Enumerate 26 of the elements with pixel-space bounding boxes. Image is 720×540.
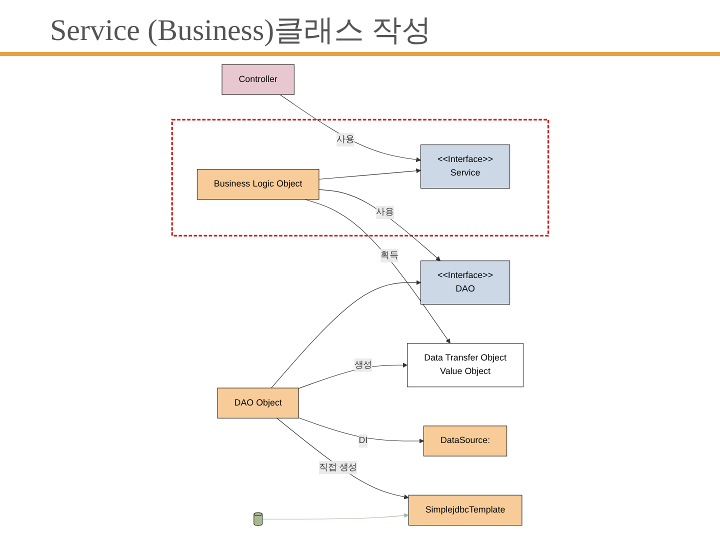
node-cylinder <box>253 512 262 526</box>
node-box: DataSource: <box>423 426 507 456</box>
node-box: SimplejdbcTemplate <box>408 494 522 526</box>
arrow <box>318 189 440 262</box>
arrow <box>304 199 450 344</box>
edge-label: DI <box>358 436 368 446</box>
edge-label: 사용 <box>336 134 354 144</box>
edge-label: 사용 <box>376 207 394 217</box>
cluster <box>171 118 549 237</box>
node-box: Business Logic Object <box>196 169 320 200</box>
slide-title: Service (Business)클래스 작성 <box>50 13 432 49</box>
edge-label: 획득 <box>380 250 398 260</box>
node-box: Data Transfer Object Value Object <box>406 343 524 388</box>
arrow <box>276 418 409 500</box>
arrow <box>262 513 409 520</box>
arrow <box>298 362 408 389</box>
edge-label: 직접 생성 <box>318 462 357 472</box>
arrow <box>298 417 424 444</box>
node-box: Controller <box>222 64 294 95</box>
arrow <box>279 94 421 162</box>
edge-label: 생성 <box>354 360 372 370</box>
arrow <box>318 168 421 180</box>
node-box: DAO Object <box>217 388 299 418</box>
arrow <box>270 280 421 388</box>
node-box: <<Interface>> DAO <box>420 260 510 305</box>
node-box: <<Interface>> Service <box>420 144 510 189</box>
